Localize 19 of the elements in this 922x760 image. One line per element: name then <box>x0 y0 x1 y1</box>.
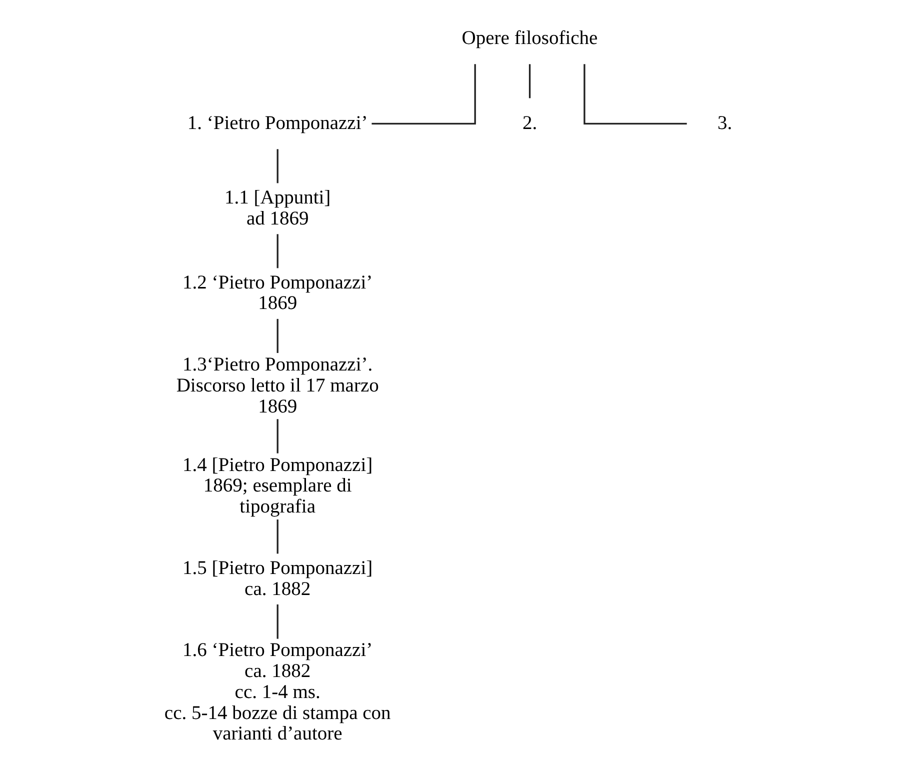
connector <box>583 64 686 124</box>
connector <box>371 64 476 124</box>
node-text: 1. ‘Pietro Pomponazzi’ <box>186 112 368 134</box>
connector <box>276 318 278 353</box>
node-text: 1.1 [Appunti] ad 1869 <box>224 187 330 230</box>
node-text: 1.6 ‘Pietro Pomponazzi’ ca. 1882 cc. 1-4 ms. cc. 5-14 bozze di stampa con varianti d’autore <box>164 640 390 745</box>
node-text: 1.4 [Pietro Pomponazzi] 1869; esemplare di tipografia <box>182 454 372 518</box>
node-text: Opere filosofiche <box>461 28 598 49</box>
connector <box>276 234 278 268</box>
node-text: 2. <box>522 112 537 134</box>
node-text: 3. <box>717 112 732 134</box>
connector <box>276 604 278 639</box>
node-text: 1.5 [Pietro Pomponazzi] ca. 1882 <box>182 558 372 600</box>
connector <box>528 64 530 98</box>
connector <box>276 419 278 454</box>
connector <box>276 520 278 554</box>
node-text: 1.2 ‘Pietro Pomponazzi’ 1869 <box>182 272 372 314</box>
node-text: 1.3‘Pietro Pomponazzi’. Discorso letto il 17 marzo 1869 <box>176 354 378 418</box>
connector <box>276 149 278 184</box>
